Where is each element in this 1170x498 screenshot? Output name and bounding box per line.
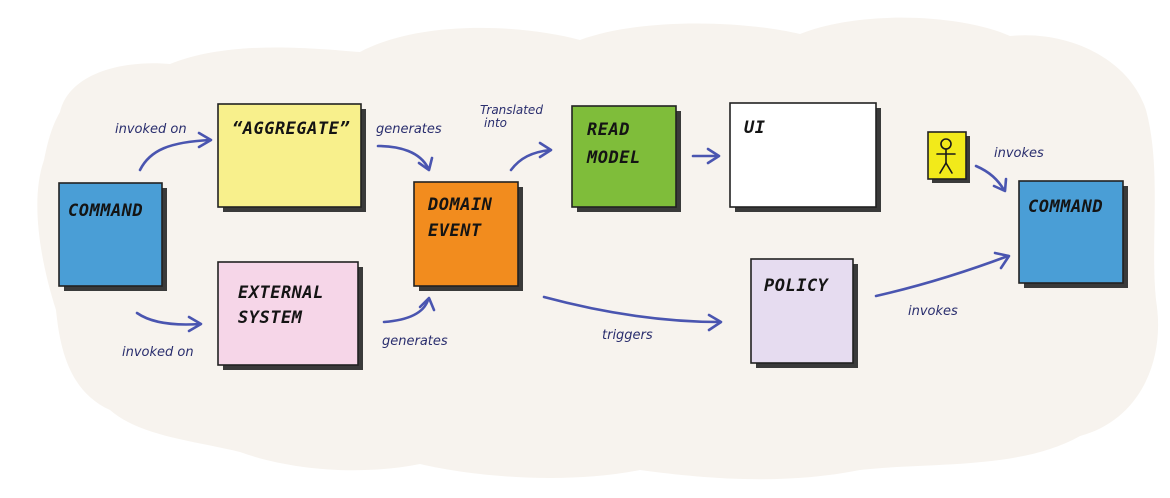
aggregate-note-body xyxy=(217,103,362,208)
arrow-command-to-external xyxy=(135,311,203,333)
external-system-note: EXTERNAL SYSTEM xyxy=(217,261,363,370)
arrow-actor-to-command xyxy=(974,164,1008,193)
domain-event-note-body xyxy=(413,181,519,287)
command-right-note: COMMAND xyxy=(1018,180,1128,288)
person-icon xyxy=(936,138,956,174)
command-right-label: COMMAND xyxy=(1028,197,1103,217)
label-generates-top: generates xyxy=(376,122,442,137)
read-model-label-line1: READ xyxy=(587,120,630,140)
command-left-label: COMMAND xyxy=(68,201,143,221)
aggregate-label: “AGGREGATE” xyxy=(232,119,350,139)
read-model-label-line2: MODEL xyxy=(586,148,641,168)
aggregate-note: “AGGREGATE” xyxy=(217,103,366,212)
policy-note-body xyxy=(750,258,854,364)
arrow-policy-to-command xyxy=(874,251,1011,298)
read-model-note: READ MODEL xyxy=(571,105,681,212)
domain-event-label-line1: DOMAIN xyxy=(427,195,493,215)
external-system-note-body xyxy=(217,261,359,366)
arrow-event-to-policy xyxy=(542,295,723,332)
arrow-readmodel-to-ui xyxy=(691,147,721,165)
ui-note: UI xyxy=(729,102,881,212)
label-triggers: triggers xyxy=(602,328,653,343)
policy-label: POLICY xyxy=(764,276,830,296)
read-model-note-body xyxy=(571,105,677,208)
domain-event-note: DOMAIN EVENT xyxy=(413,181,523,291)
external-system-label-line1: EXTERNAL xyxy=(238,283,324,303)
arrow-external-to-event xyxy=(382,296,436,324)
arrow-aggregate-to-event xyxy=(376,144,434,172)
external-system-label-line2: SYSTEM xyxy=(238,308,303,328)
ui-label: UI xyxy=(744,118,766,138)
label-generates-bottom: generates xyxy=(382,334,448,349)
label-translated-into-line2: into xyxy=(484,116,507,130)
label-translated-into-line1: Translated xyxy=(480,103,543,117)
domain-event-label-line2: EVENT xyxy=(428,221,482,241)
command-left-note: COMMAND xyxy=(58,182,167,291)
label-invoked-on-top: invoked on xyxy=(115,122,187,137)
label-invoked-on-bottom: invoked on xyxy=(122,345,194,360)
policy-note: POLICY xyxy=(750,258,858,368)
arrow-command-to-aggregate xyxy=(138,131,213,172)
label-invokes-actor: invokes xyxy=(994,146,1044,161)
command-left-note-body xyxy=(58,182,163,287)
label-invokes-policy: invokes xyxy=(908,304,958,319)
arrow-event-to-readmodel xyxy=(509,141,553,172)
command-right-note-body xyxy=(1018,180,1124,284)
cloud-background xyxy=(37,17,1159,480)
actor-note xyxy=(927,131,970,183)
ui-note-body xyxy=(729,102,877,208)
